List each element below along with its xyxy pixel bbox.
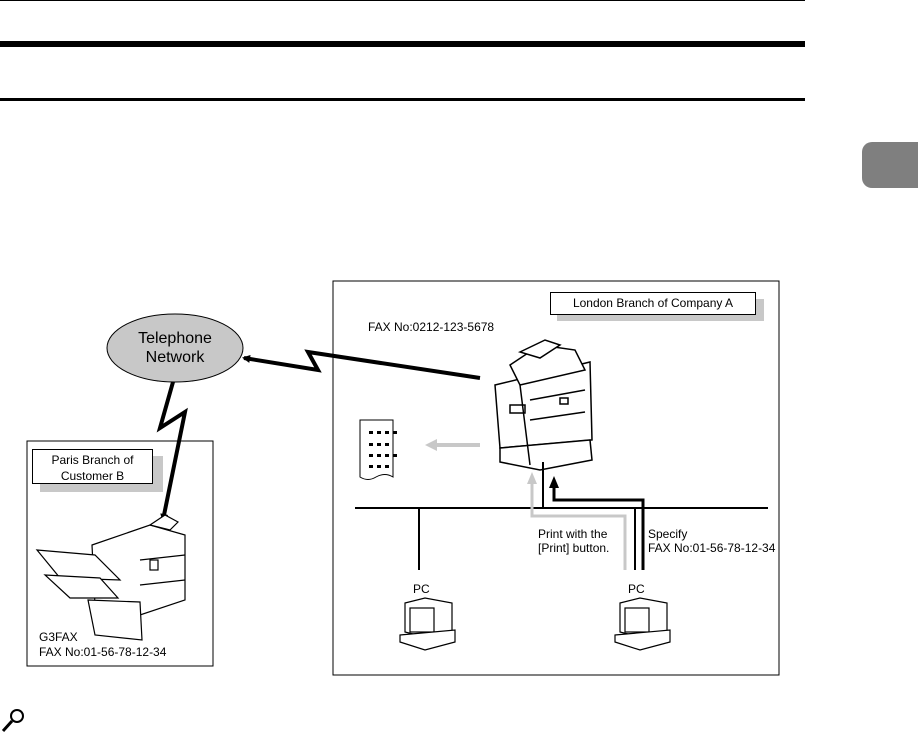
printed-document-icon	[360, 420, 397, 480]
copier-illustration	[495, 340, 592, 470]
london-fax-number: FAX No:0212-123-5678	[368, 320, 494, 334]
paris-device-type: G3FAX	[39, 630, 78, 644]
london-branch-title: London Branch of Company A	[550, 292, 756, 315]
pc-left-icon	[400, 598, 455, 650]
pc-right-icon	[615, 598, 670, 650]
london-box	[333, 281, 779, 675]
print-command-path	[532, 480, 625, 570]
paris-branch-title: Paris Branch of Customer B	[32, 449, 153, 484]
print-note-line2: [Print] button.	[538, 541, 609, 555]
fax-line-to-paris	[160, 382, 185, 520]
specify-note-line2: FAX No:01-56-78-12-34	[648, 541, 775, 555]
telephone-network-label: Telephone Network	[105, 329, 245, 367]
pc-left-label: PC	[413, 582, 430, 596]
magnifier-icon	[3, 710, 23, 731]
specify-note-line1: Specify	[648, 527, 687, 541]
pc-right-label: PC	[628, 582, 645, 596]
print-note-line1: Print with the	[538, 527, 607, 541]
fax-line-to-network	[244, 352, 480, 378]
paris-fax-number: FAX No:01-56-78-12-34	[39, 645, 166, 659]
g3fax-illustration	[37, 515, 185, 640]
